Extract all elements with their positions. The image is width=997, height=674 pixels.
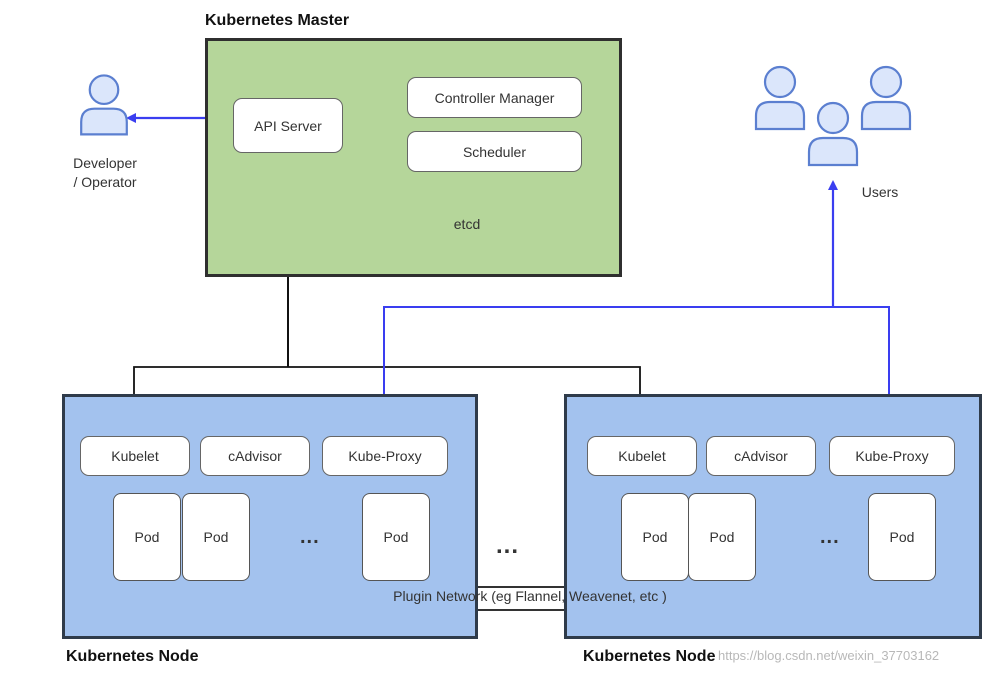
developer-label: Developer	[73, 155, 137, 171]
master-title: Kubernetes Master	[205, 12, 350, 29]
node-title-1: Kubernetes Node	[66, 648, 199, 665]
api-server-box[interactable]: API Server	[233, 98, 343, 153]
watermark-text: https://blog.csdn.net/weixin_37703162	[718, 648, 940, 663]
cadvisor-box-1[interactable]: cAdvisor	[200, 436, 310, 476]
controller-manager-box[interactable]: Controller Manager	[407, 77, 582, 118]
kube-proxy-connector	[383, 306, 890, 433]
user-person-icon	[754, 65, 806, 131]
developer-person-icon	[80, 74, 128, 136]
controller-manager-label: Controller Manager	[434, 89, 555, 106]
pod-box[interactable]: Pod	[688, 493, 756, 581]
operator-label: / Operator	[73, 174, 137, 190]
pod-box[interactable]: Pod	[182, 493, 250, 581]
cadvisor-box-2[interactable]: cAdvisor	[706, 436, 816, 476]
kubelet-label: Kubelet	[111, 448, 159, 464]
pod-label: Pod	[889, 529, 915, 545]
pod-box[interactable]: Pod	[868, 493, 936, 581]
pod-label: Pod	[383, 529, 409, 545]
pod-ellipsis: ...	[300, 526, 320, 548]
kube-proxy-box-1[interactable]: Kube-Proxy	[322, 436, 448, 476]
kube-proxy-label: Kube-Proxy	[348, 448, 422, 464]
pod-box[interactable]: Pod	[362, 493, 430, 581]
kubelet-box-1[interactable]: Kubelet	[80, 436, 190, 476]
plugin-network-label: Plugin Network (eg Flannel, Weavenet, et…	[393, 588, 667, 604]
nodes-ellipsis: ...	[496, 532, 520, 559]
etcd-label: etcd	[453, 216, 481, 232]
pod-label: Pod	[134, 529, 160, 545]
user-person-icon	[807, 101, 859, 167]
kube-proxy-box-2[interactable]: Kube-Proxy	[829, 436, 955, 476]
pod-box[interactable]: Pod	[621, 493, 689, 581]
api-server-label: API Server	[254, 117, 322, 134]
cadvisor-label: cAdvisor	[228, 448, 282, 464]
node-title-2: Kubernetes Node	[583, 648, 716, 665]
kubelet-box-2[interactable]: Kubelet	[587, 436, 697, 476]
cadvisor-label: cAdvisor	[734, 448, 788, 464]
scheduler-box[interactable]: Scheduler	[407, 131, 582, 172]
users-label: Users	[861, 184, 899, 200]
scheduler-label: Scheduler	[462, 143, 527, 160]
kubelet-label: Kubelet	[618, 448, 666, 464]
pod-label: Pod	[203, 529, 229, 545]
pod-label: Pod	[709, 529, 735, 545]
pod-label: Pod	[642, 529, 668, 545]
pod-box[interactable]: Pod	[113, 493, 181, 581]
user-person-icon	[860, 65, 912, 131]
pod-ellipsis: ...	[820, 526, 840, 548]
kube-proxy-label: Kube-Proxy	[855, 448, 929, 464]
